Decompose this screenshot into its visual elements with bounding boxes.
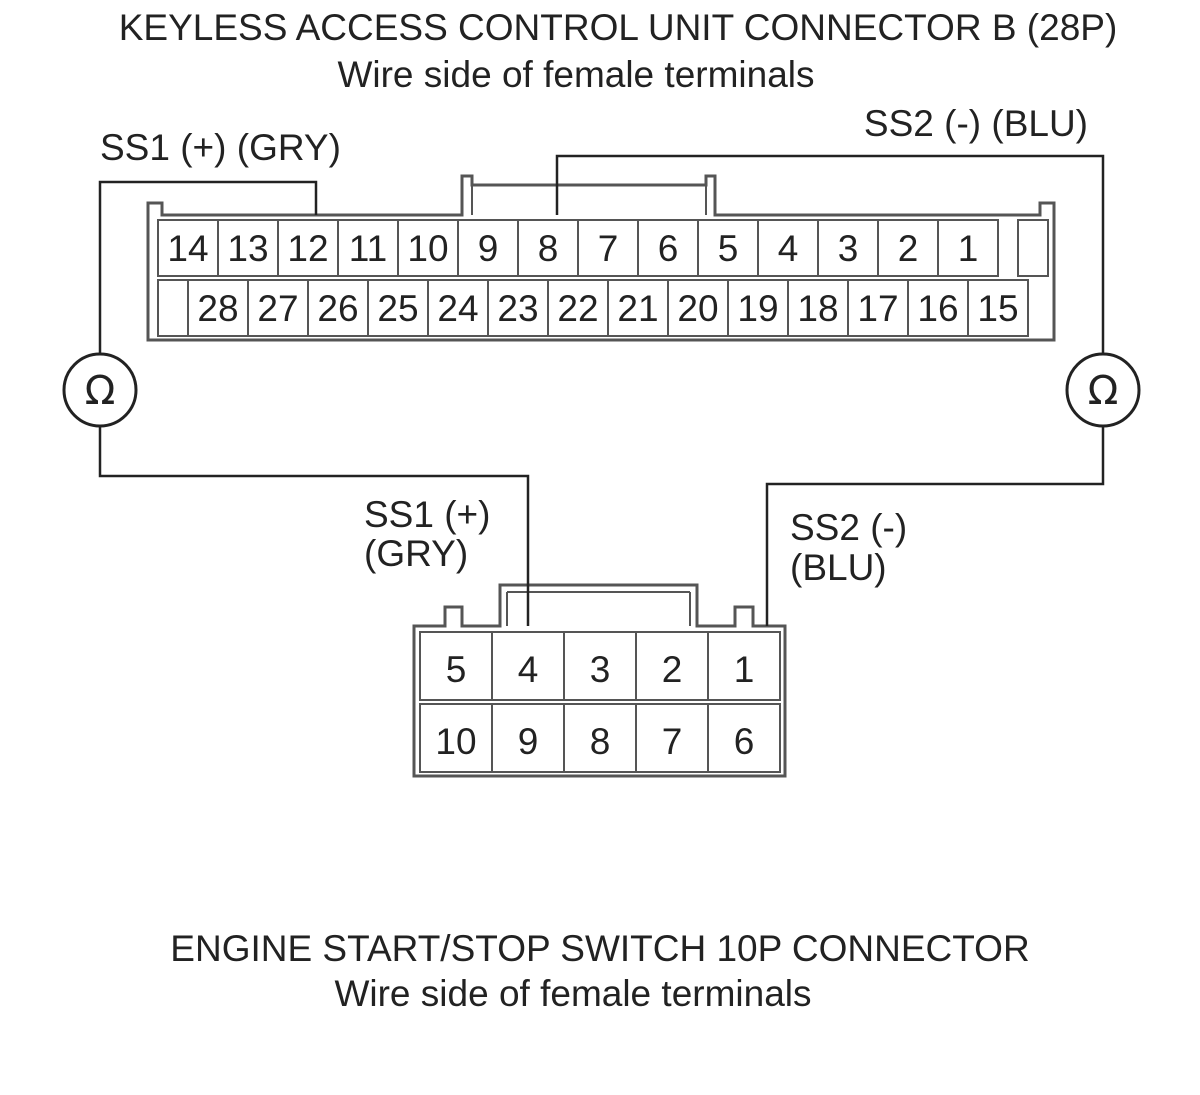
connector-b-terminal-25: 25: [377, 288, 418, 329]
switch-connector-subtitle: Wire side of female terminals: [334, 973, 811, 1014]
switch-connector-terminal-6: 6: [734, 721, 755, 762]
connector-b-terminal-11: 11: [349, 228, 387, 269]
switch-connector-title: ENGINE START/STOP SWITCH 10P CONNECTOR: [170, 928, 1029, 969]
switch-connector-terminal-4: 4: [518, 649, 539, 690]
connector-b-cell: [337, 219, 399, 277]
connector-b-cell: [757, 219, 819, 277]
switch-connector-cell: [563, 703, 637, 773]
connector-b-terminal-4: 4: [778, 228, 799, 269]
svg-text:Ω: Ω: [1088, 368, 1119, 414]
ss2-wire-lower: [765, 420, 1105, 626]
connector-b-blank-cell: [1017, 219, 1049, 277]
connector-b-cell: [277, 219, 339, 277]
connector-b-terminal-12: 12: [287, 228, 328, 269]
connector-b-cell: [727, 279, 789, 337]
switch-connector-cell: [491, 631, 565, 701]
switch-connector-terminal-9: 9: [518, 721, 539, 762]
connector-b-cell: [577, 219, 639, 277]
connector-b-subtitle: Wire side of female terminals: [337, 54, 814, 95]
switch-connector-terminal-10: 10: [435, 721, 476, 762]
switch-connector-terminal-3: 3: [590, 649, 611, 690]
connector-b-terminal-2: 2: [898, 228, 919, 269]
connector-b-terminal-20: 20: [677, 288, 718, 329]
connector-b-terminal-21: 21: [617, 288, 658, 329]
connector-b-title: KEYLESS ACCESS CONTROL UNIT CONNECTOR B …: [119, 7, 1118, 48]
ss2-top-label: SS2 (-) (BLU): [864, 103, 1088, 144]
switch-connector-terminal-1: 1: [734, 649, 755, 690]
connector-b-cell: [307, 279, 369, 337]
test-wires: [98, 154, 1105, 626]
connector-b-cell: [937, 219, 999, 277]
connector-b-cell: [547, 279, 609, 337]
right-ohmmeter-icon: Ω: [1065, 352, 1141, 428]
connector-b-cell: [847, 279, 909, 337]
ss2-bottom-label-line2: (BLU): [790, 547, 887, 588]
connector-b-terminal-24: 24: [437, 288, 478, 329]
ss1-bottom-label-line2: (GRY): [364, 533, 468, 574]
connector-b-terminal-15: 15: [977, 288, 1018, 329]
connector-b-cell: [607, 279, 669, 337]
connector-b-cell: [697, 219, 759, 277]
connector-b-cell: [187, 279, 249, 337]
connector-b-terminal-8: 8: [538, 228, 559, 269]
connector-b-terminal-18: 18: [797, 288, 838, 329]
switch-connector-cell: [419, 631, 493, 701]
connector-b-cell: [967, 279, 1029, 337]
connector-b-cell: [907, 279, 969, 337]
connector-b-blank-cell: [157, 279, 189, 337]
switch-connector-cell: [707, 703, 781, 773]
switch-connector-cell: [635, 631, 709, 701]
ss1-bottom-label-line1: SS1 (+): [364, 494, 490, 535]
connector-b-terminal-1: 1: [958, 228, 979, 269]
connector-b-terminal-23: 23: [497, 288, 538, 329]
connector-b-terminal-3: 3: [838, 228, 859, 269]
connector-b-terminal-26: 26: [317, 288, 358, 329]
ss1-wire-upper: [98, 180, 318, 360]
connector-b-terminal-6: 6: [658, 228, 679, 269]
ss2-bottom-label-line1: SS2 (-): [790, 507, 907, 548]
connector-b-cell: [817, 219, 879, 277]
connector-b-cell: [637, 219, 699, 277]
left-ohmmeter-icon: Ω: [62, 352, 138, 428]
connector-b-terminal-19: 19: [737, 288, 778, 329]
connector-b-cell: [247, 279, 309, 337]
switch-connector-cell: [707, 631, 781, 701]
connector-b-terminal-9: 9: [478, 228, 499, 269]
connector-b-cell: [667, 279, 729, 337]
switch-connector-terminal-7: 7: [662, 721, 683, 762]
switch-connector-terminal-8: 8: [590, 721, 611, 762]
connector-b-terminal-27: 27: [257, 288, 298, 329]
switch-connector-10p: 5 4 3 2 1 10 9 8 7 6: [412, 583, 787, 778]
ss1-wire-lower: [98, 420, 530, 626]
connector-b-terminal-17: 17: [857, 288, 898, 329]
switch-connector-terminal-5: 5: [446, 649, 467, 690]
connector-b-terminal-10: 10: [407, 228, 448, 269]
connector-b-terminal-13: 13: [227, 228, 268, 269]
connector-b-cell: [487, 279, 549, 337]
switch-connector-cell: [419, 703, 493, 773]
switch-connector-cell: [491, 703, 565, 773]
switch-connector-row-2: 10 9 8 7 6: [419, 703, 781, 773]
connector-b-cell: [457, 219, 519, 277]
switch-connector-row-1: 5 4 3 2 1: [419, 631, 781, 701]
connector-b-cell: [517, 219, 579, 277]
connector-b-terminal-5: 5: [718, 228, 739, 269]
svg-text:Ω: Ω: [85, 368, 116, 414]
connector-b-terminal-7: 7: [598, 228, 619, 269]
connector-b-row-2: 28 27 26 25 24 23 22 21 20 19 18 17 16 15: [157, 279, 1029, 337]
connector-b-terminal-14: 14: [167, 228, 208, 269]
ss2-wire-upper: [555, 154, 1105, 360]
connector-b-terminal-28: 28: [197, 288, 238, 329]
connector-b-terminal-16: 16: [917, 288, 958, 329]
connector-b-terminal-22: 22: [557, 288, 598, 329]
ss1-top-label: SS1 (+) (GRY): [100, 127, 341, 168]
switch-connector-terminal-2: 2: [662, 649, 683, 690]
